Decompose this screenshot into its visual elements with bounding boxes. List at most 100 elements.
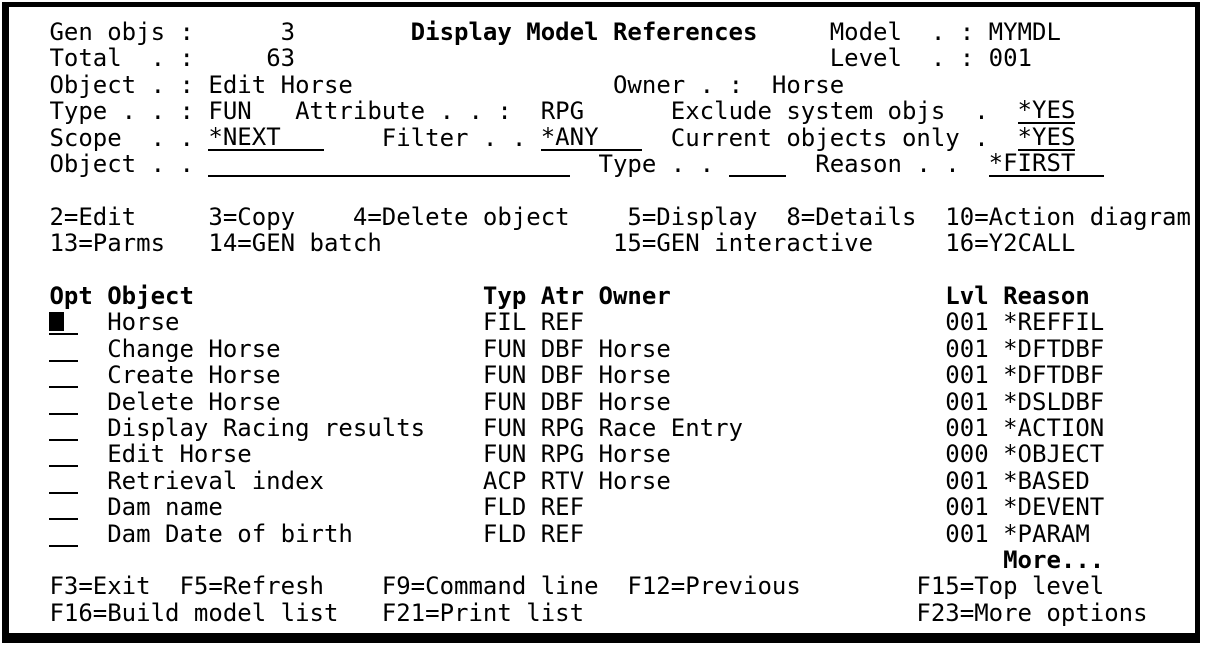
cell-typ: FLD: [482, 519, 527, 548]
opt-field[interactable]: [49, 521, 79, 547]
filter-field[interactable]: *ANY: [540, 125, 642, 151]
more-indicator: More...: [1003, 546, 1105, 574]
cell-reason: *PARAM: [1003, 519, 1090, 548]
table-row: Delete Horse FUN DBF Horse 001 *DSLDBF: [35, 387, 1191, 416]
cell-atr: RPG: [540, 414, 585, 442]
cell-reason: *DEVENT: [1003, 493, 1105, 522]
fkey-f16-build-model-list: F16=Build model list: [49, 598, 339, 627]
option-4-delete-object: 4=Delete object: [352, 202, 570, 231]
opt-field[interactable]: [49, 309, 79, 336]
more-row: More...: [35, 546, 1191, 574]
current-objects-only-field[interactable]: *YES: [1017, 122, 1076, 151]
cell-object: Change Horse: [107, 334, 281, 363]
opt-field[interactable]: [49, 362, 79, 389]
table-row: Dam Date of birth FLD REF 001 *PARAM: [35, 519, 1191, 548]
type-input-field[interactable]: [728, 151, 787, 177]
cell-object: Display Racing results: [107, 414, 426, 442]
exclude-system-objs-field[interactable]: *YES: [1017, 96, 1076, 125]
type-input-label: Type . .: [598, 150, 715, 178]
reason-field[interactable]: *FIRST: [988, 151, 1105, 177]
fkey-f3-exit: F3=Exit: [49, 572, 151, 601]
cell-atr: DBF: [540, 361, 585, 390]
type-value: FUN: [208, 97, 252, 126]
cell-lvl: 001: [945, 493, 989, 522]
cell-atr: RPG: [540, 440, 585, 469]
fkeys-line-2: F16=Build model list F21=Print list F23=…: [35, 598, 1191, 627]
cell-typ: FUN: [482, 334, 527, 363]
options-line-2: 13=Parms 14=GEN batch 15=GEN interactive…: [35, 229, 1191, 258]
table-row: Dam name FLD REF 001 *DEVENT: [35, 493, 1191, 522]
object-label: Object . :: [49, 70, 194, 99]
option-13-parms: 13=Parms: [49, 229, 166, 258]
option-10-action-diagram: 10=Action diagram: [945, 202, 1191, 231]
table-row: Create Horse FUN DBF Horse 001 *DFTDBF: [35, 361, 1191, 390]
level-value: 001: [988, 44, 1032, 73]
cell-typ: FUN: [482, 361, 527, 390]
header-row-5: Scope . . *NEXT Filter . . *ANY Current …: [35, 122, 1191, 152]
cell-atr: DBF: [540, 334, 585, 363]
cell-reason: *DFTDBF: [1003, 334, 1105, 363]
cell-reason: *ACTION: [1003, 414, 1105, 442]
cell-object: Edit Horse: [107, 440, 252, 469]
cursor: [49, 312, 64, 332]
option-3-copy: 3=Copy: [208, 202, 296, 231]
scope-field[interactable]: *NEXT: [208, 125, 324, 151]
total-label: Total . :: [49, 44, 194, 73]
opt-field[interactable]: [49, 415, 79, 441]
table-row: Display Racing results FUN RPG Race Entr…: [35, 415, 1191, 441]
model-label: Model . :: [829, 18, 975, 46]
option-16-y2call: 16=Y2CALL: [945, 229, 1076, 258]
cell-owner: Horse: [598, 387, 671, 416]
col-header-reason: Reason: [1003, 282, 1090, 310]
total-value: 63: [266, 44, 296, 73]
header-row-1: Gen objs : 3 Display Model References Mo…: [35, 18, 1191, 46]
option-8-details: 8=Details: [786, 202, 917, 231]
cell-object: Horse: [107, 308, 180, 337]
fkeys-line-1: F3=Exit F5=Refresh F9=Command line F12=P…: [35, 572, 1191, 601]
cell-lvl: 001: [945, 466, 989, 495]
fkey-f15-top-level: F15=Top level: [916, 572, 1105, 601]
owner-label: Owner . :: [612, 70, 744, 99]
cell-reason: *DSLDBF: [1003, 387, 1105, 416]
cell-owner: Horse: [598, 440, 671, 469]
header-row-4: Type . . : FUN Attribute . . : RPG Exclu…: [35, 96, 1191, 126]
opt-field[interactable]: [49, 494, 79, 521]
cell-atr: REF: [540, 493, 585, 522]
col-header-lvl: Lvl: [945, 282, 989, 310]
filter-label: Filter . .: [381, 123, 527, 152]
cell-lvl: 001: [945, 334, 989, 363]
fkey-f21-print-list: F21=Print list: [381, 598, 585, 627]
opt-field[interactable]: [49, 389, 79, 415]
fkey-f23-more-options: F23=More options: [916, 598, 1148, 627]
cell-reason: *DFTDBF: [1003, 361, 1105, 390]
cell-object: Create Horse: [107, 361, 281, 390]
fkey-f5-refresh: F5=Refresh: [179, 572, 324, 601]
cell-typ: FUN: [482, 387, 527, 416]
page-title: Display Model References: [410, 18, 758, 46]
cell-atr: RTV: [540, 466, 585, 495]
option-5-display: 5=Display: [627, 202, 758, 231]
opt-field[interactable]: [49, 441, 79, 468]
table-row: Change Horse FUN DBF Horse 001 *DFTDBF: [35, 334, 1191, 363]
cell-object: Retrieval index: [107, 466, 324, 495]
cell-atr: REF: [540, 519, 585, 548]
table-header-row: Opt Object Typ Atr Owner Lvl Reason: [35, 282, 1191, 310]
cell-lvl: 001: [945, 361, 989, 390]
opt-field[interactable]: [49, 468, 79, 494]
cell-typ: FUN: [482, 440, 527, 469]
owner-value: Horse: [771, 70, 845, 99]
opt-field[interactable]: [49, 336, 79, 362]
cell-atr: REF: [540, 308, 585, 337]
attribute-label: Attribute . . :: [295, 97, 512, 126]
cell-reason: *OBJECT: [1003, 440, 1105, 469]
cell-owner: Race Entry: [598, 414, 744, 442]
cell-typ: FUN: [482, 414, 527, 442]
cell-lvl: 001: [945, 519, 989, 548]
cell-lvl: 001: [945, 414, 989, 442]
object-input-field[interactable]: [208, 151, 570, 177]
cell-owner: Horse: [598, 334, 671, 363]
table-row: Horse FIL REF 001 *REFFIL: [35, 308, 1191, 337]
option-14-gen-batch: 14=GEN batch: [208, 229, 382, 258]
cell-object: Dam name: [107, 493, 223, 522]
col-header-atr: Atr: [540, 282, 585, 310]
